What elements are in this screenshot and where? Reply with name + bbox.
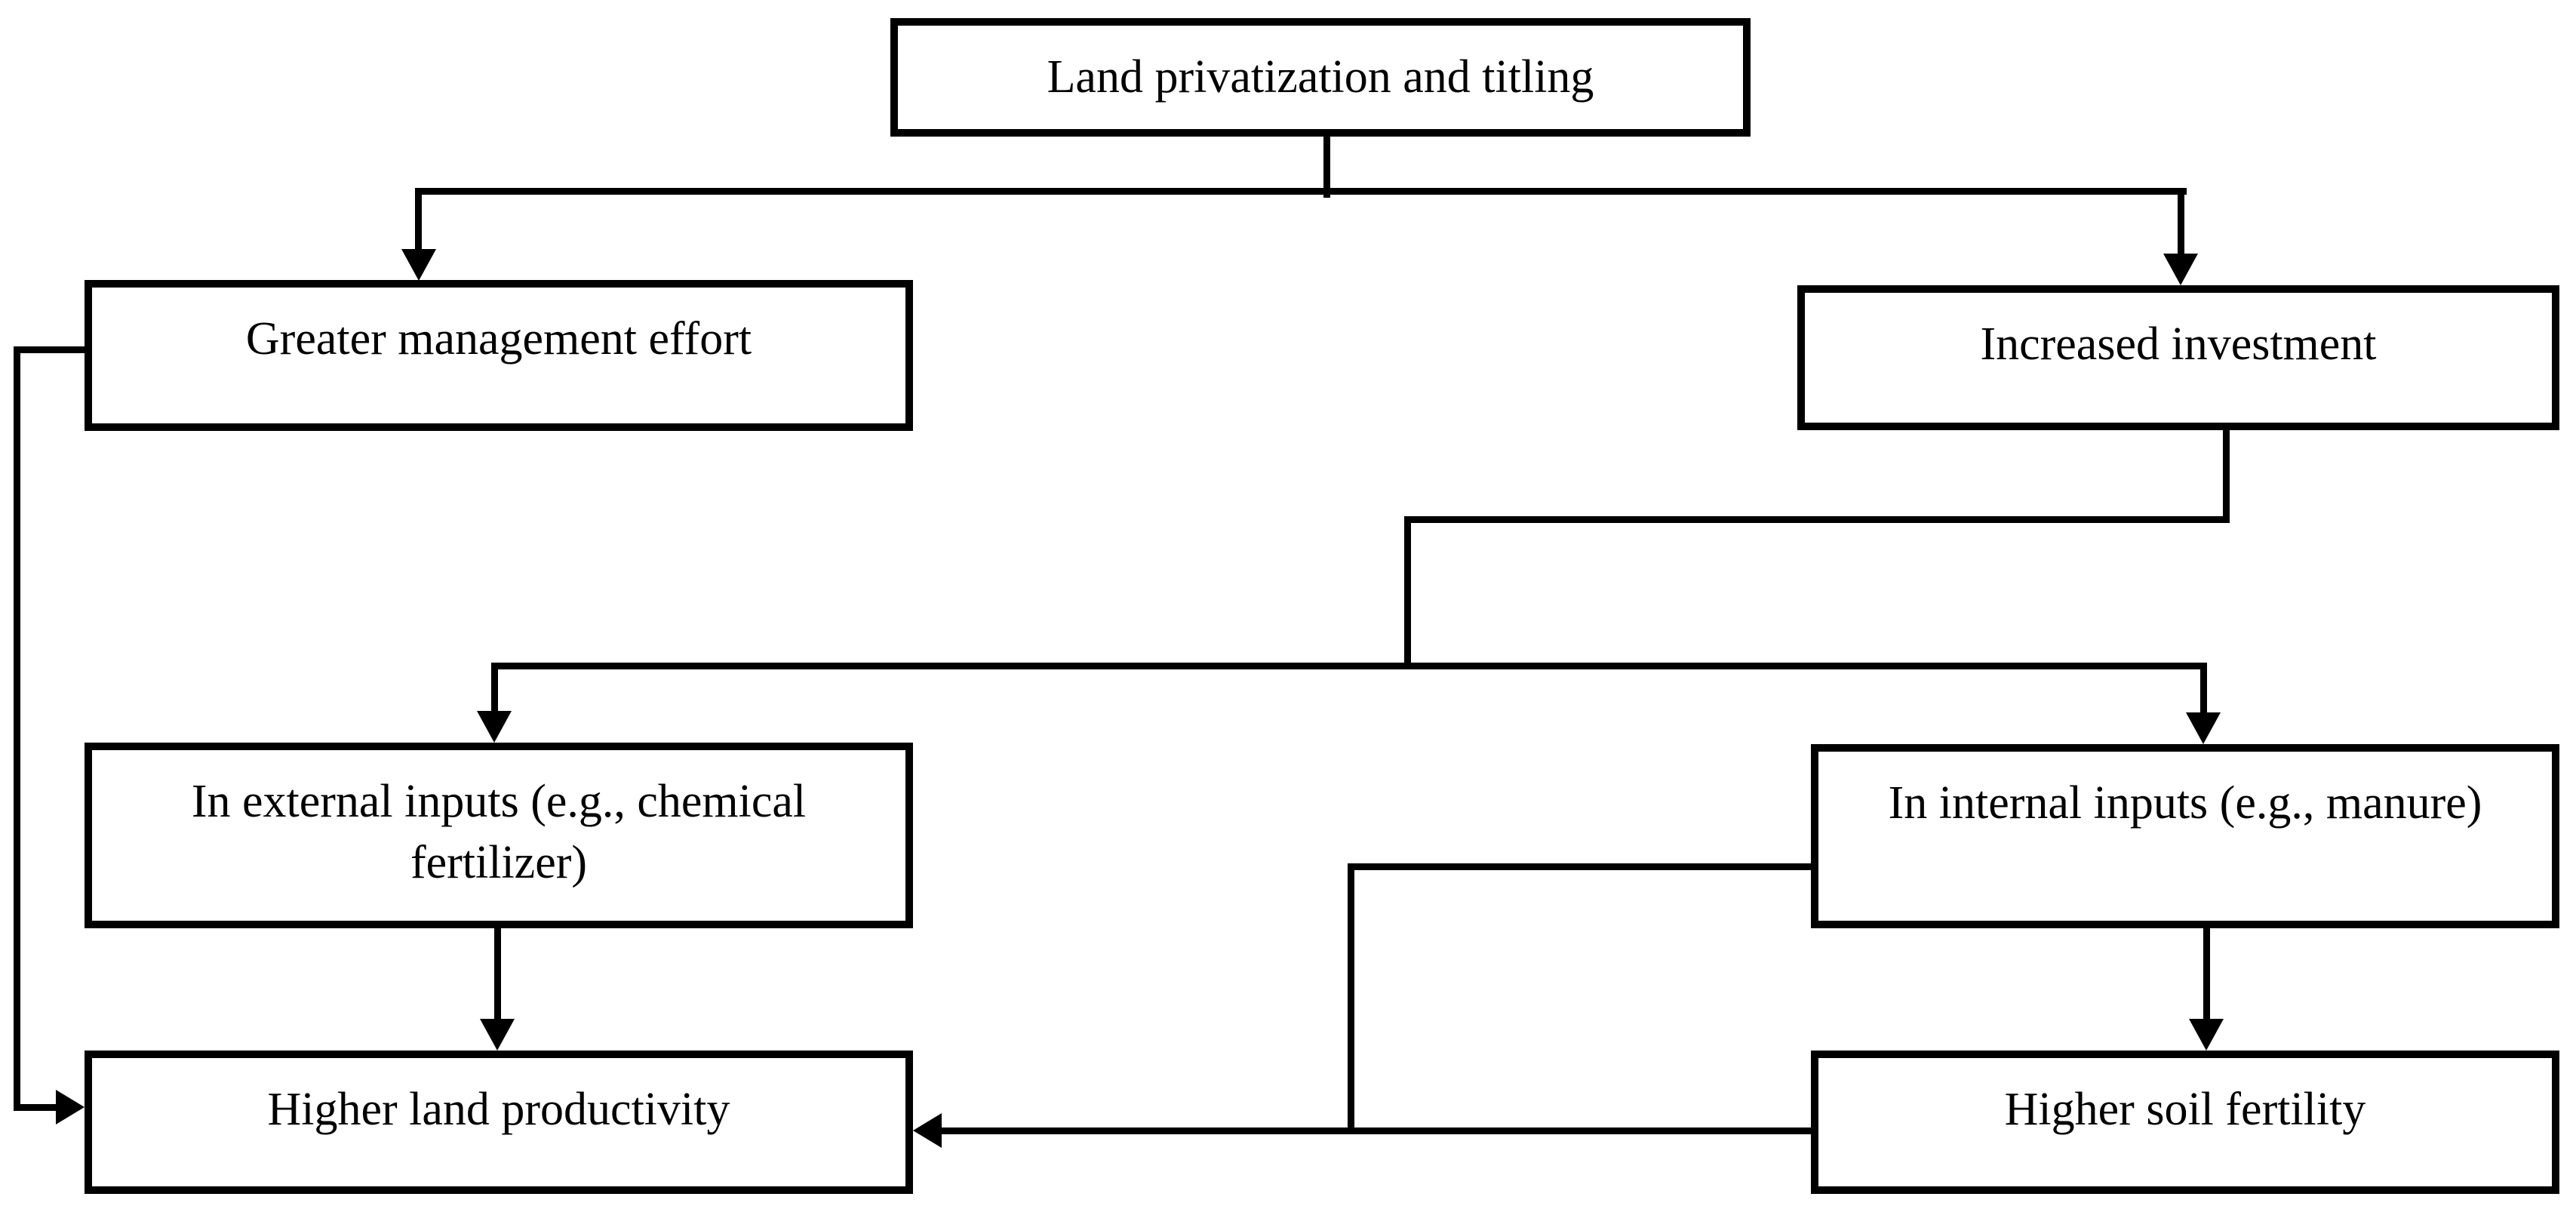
node-increased-investment: Increased investment [1797, 285, 2559, 430]
node-higher-land-productivity: Higher land productivity [85, 1051, 913, 1194]
arrowhead-into-land-productivity-top [480, 1019, 515, 1051]
edge-management-exit-line [14, 346, 88, 353]
arrowhead-into-land-productivity-left [56, 1090, 85, 1124]
node-land-privatization: Land privatization and titling [890, 18, 1751, 137]
edge-management-feedback-horizontal [14, 1104, 57, 1111]
edge-to-investment-drop-line [2178, 188, 2184, 259]
edge-internal-to-fertility-line [2203, 925, 2210, 1022]
edge-internal-branch-horizontal [1348, 863, 1814, 870]
arrowhead-into-increased-investment [2163, 254, 2198, 285]
arrowhead-into-internal-inputs [2186, 712, 2221, 744]
edge-external-to-productivity-line [494, 925, 501, 1022]
edge-privatization-stem-line [1323, 134, 1330, 198]
node-external-inputs: In external inputs (e.g., chemical ferti… [85, 743, 913, 928]
node-greater-management-effort: Greater management effort [85, 280, 913, 431]
arrowhead-into-soil-fertility [2189, 1019, 2224, 1051]
node-internal-inputs: In internal inputs (e.g., manure) [1811, 744, 2559, 928]
node-higher-soil-fertility: Higher soil fertility [1811, 1051, 2559, 1194]
edge-investment-step-vertical [1404, 516, 1411, 669]
edge-to-external-drop-line [491, 663, 498, 717]
edge-investment-step-horizontal [1404, 516, 2230, 523]
arrowhead-into-management-effort [401, 249, 436, 281]
edge-management-feedback-vertical [14, 346, 20, 1110]
arrowhead-into-land-productivity-right [913, 1113, 942, 1148]
edge-internal-branch-vertical [1348, 863, 1354, 1134]
edge-fertility-to-productivity-line [939, 1127, 1814, 1134]
edge-to-management-drop-line [415, 188, 422, 256]
arrowhead-into-external-inputs [477, 711, 512, 743]
edge-privatization-split-bar [418, 188, 2187, 195]
edge-to-internal-drop-line [2200, 663, 2207, 718]
edge-inputs-split-bar [491, 663, 2207, 669]
edge-investment-exit-line [2223, 427, 2230, 522]
